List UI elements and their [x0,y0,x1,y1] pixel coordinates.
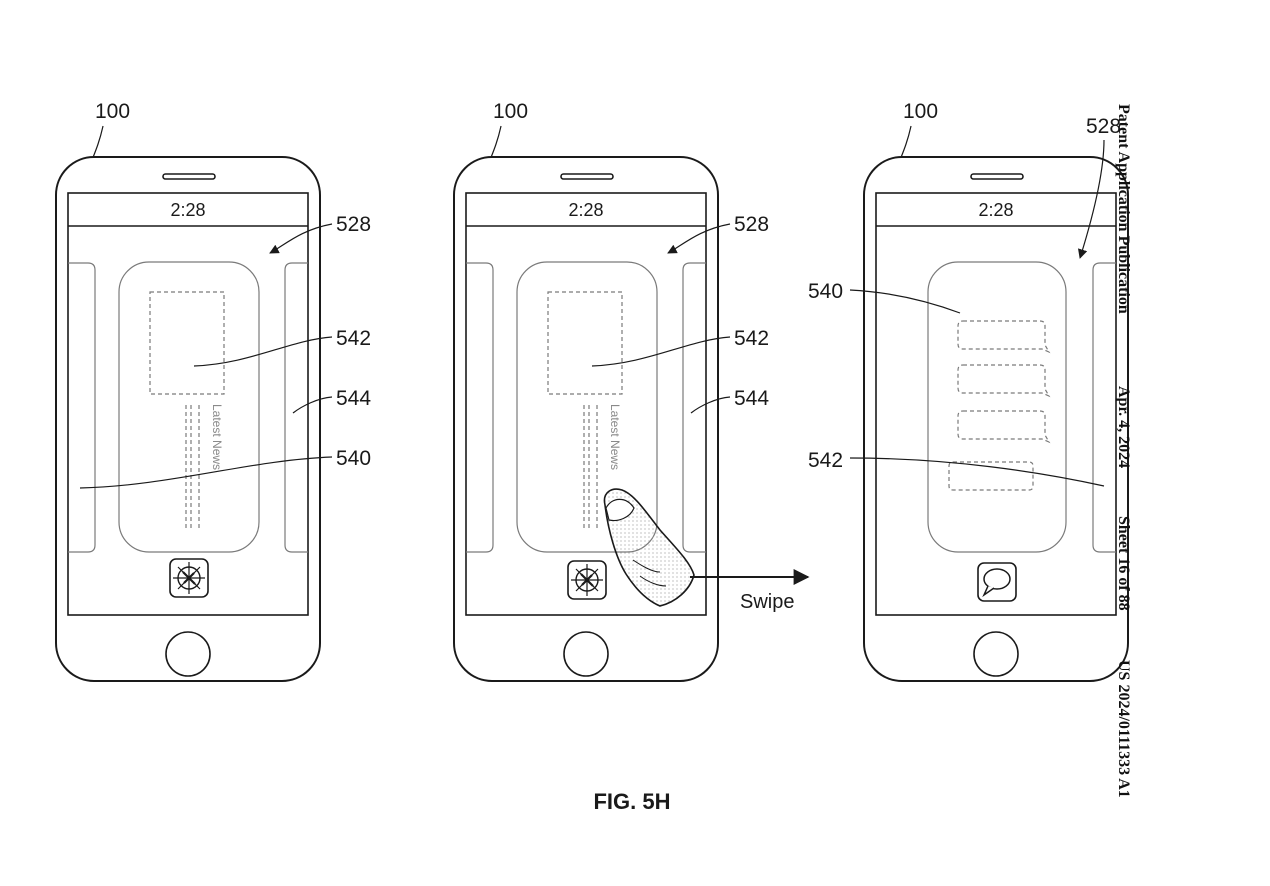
status-clock: 2:28 [978,200,1013,220]
message-bubble [957,364,1051,398]
ref-label-544: 544 [336,387,371,410]
phone-screen [875,192,1117,616]
ref-arrow-528 [1077,139,1105,259]
left-card-edge [68,262,96,553]
figure-label: FIG. 5H [593,789,670,814]
ref-label-528: 528 [1086,115,1121,138]
publication-title: Patent Application Publication [1115,104,1132,314]
home-button [165,631,211,677]
right-card-edge [682,262,706,553]
ref-label-542: 542 [734,327,769,350]
patent-number: US 2024/0111333 A1 [1115,660,1132,798]
device-leader-line [91,125,104,161]
phone-2: 100 2:28 Latest News Swipe 5 [453,100,810,682]
ref-label-528: 528 [336,213,371,236]
ref-label-542: 542 [808,449,843,472]
ref-label-528: 528 [734,213,769,236]
ref-leader-540 [849,289,961,314]
home-button [973,631,1019,677]
phone-1: 100 2:28 Latest News 528 542 544 540 [55,100,371,682]
ref-label-542: 542 [336,327,371,350]
card-image-placeholder [149,291,225,395]
ref-leader-542 [849,457,1105,487]
ref-leader-544 [292,396,333,414]
card-headline: Latest News [210,404,224,470]
device-leader-line [899,125,912,161]
left-card-edge [466,262,494,553]
ref-leader-542 [193,336,333,367]
patent-header: Patent Application Publication Apr. 4, 2… [1106,104,1150,864]
message-bubble [957,320,1051,354]
home-button [563,631,609,677]
device-ref-label: 100 [493,100,528,123]
right-card-edge [1092,262,1116,553]
ref-arrow-528 [269,223,333,254]
phone-screen [67,192,309,616]
messages-bubble-icon [977,562,1017,602]
message-bubble [948,461,1034,491]
speaker-slot [970,173,1024,180]
device-ref-label: 100 [903,100,938,123]
safari-compass-icon [169,558,209,598]
status-clock: 2:28 [568,200,603,220]
ref-label-540: 540 [808,280,843,303]
card-headline: Latest News [608,404,622,470]
phone-3: 100 2:28 528 540 542 [808,100,1129,682]
swipe-label: Swipe [740,591,794,613]
sheet-number: Sheet 16 of 88 [1115,516,1132,611]
ref-leader-542 [591,336,731,367]
safari-compass-icon [567,560,607,600]
finger-icon [603,488,695,607]
ref-label-544: 544 [734,387,769,410]
ref-label-540: 540 [336,447,371,470]
device-ref-label: 100 [95,100,130,123]
center-app-card [118,261,260,553]
card-image-placeholder [547,291,623,395]
status-clock: 2:28 [170,200,205,220]
publication-date: Apr. 4, 2024 [1115,386,1132,469]
device-leader-line [489,125,502,161]
center-app-card [927,261,1067,553]
ref-arrow-528 [667,223,731,254]
message-bubble [957,410,1051,444]
right-card-edge [284,262,308,553]
speaker-slot [560,173,614,180]
speaker-slot [162,173,216,180]
ref-leader-540 [79,456,333,489]
center-app-card [516,261,658,553]
ref-leader-544 [690,396,731,414]
